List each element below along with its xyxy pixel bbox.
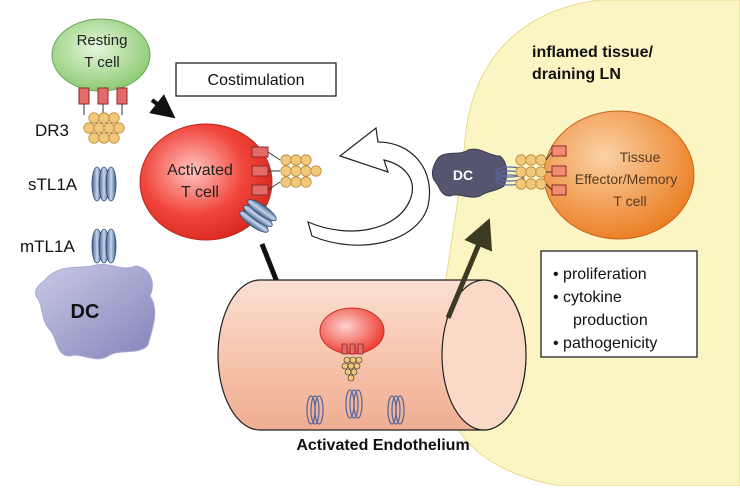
inflamed-tissue-title-line1: inflamed tissue/ — [532, 44, 653, 61]
effect-proliferation: • proliferation — [553, 266, 647, 283]
mtl1a-label: mTL1A — [20, 237, 75, 256]
activation-arrow — [152, 100, 166, 111]
activated-t-cell-label-line1: Activated — [167, 162, 233, 179]
tissue-cell-label-line1: Tissue — [620, 149, 661, 165]
dr3-receptor-cluster — [79, 88, 127, 143]
effect-pathogenicity: • pathogenicity — [553, 335, 657, 352]
dr3-label: DR3 — [35, 121, 69, 140]
effect-production: production — [573, 312, 648, 329]
activated-endothelium-vessel — [218, 280, 526, 430]
activated-dr3-cluster — [252, 147, 321, 195]
costimulation-label: Costimulation — [208, 72, 305, 89]
resting-t-cell-label-line2: T cell — [84, 54, 120, 71]
stl1a-label: sTL1A — [28, 175, 78, 194]
inflamed-tissue-title-line2: draining LN — [532, 66, 621, 83]
effect-cytokine: • cytokine — [553, 289, 622, 306]
mtl1a-trimer — [92, 229, 116, 263]
tissue-cell-label-line2: Effector/Memory — [575, 171, 677, 187]
dendritic-cell-right-label: DC — [453, 167, 473, 183]
dendritic-cell-left-label: DC — [71, 301, 100, 323]
activated-t-cell-label-line2: T cell — [181, 184, 219, 201]
stl1a-trimer — [92, 167, 116, 201]
resting-t-cell-label-line1: Resting — [77, 32, 128, 49]
tissue-cell-label-line3: T cell — [613, 193, 646, 209]
endothelium-label: Activated Endothelium — [296, 437, 469, 454]
feedback-arrow — [308, 128, 430, 245]
